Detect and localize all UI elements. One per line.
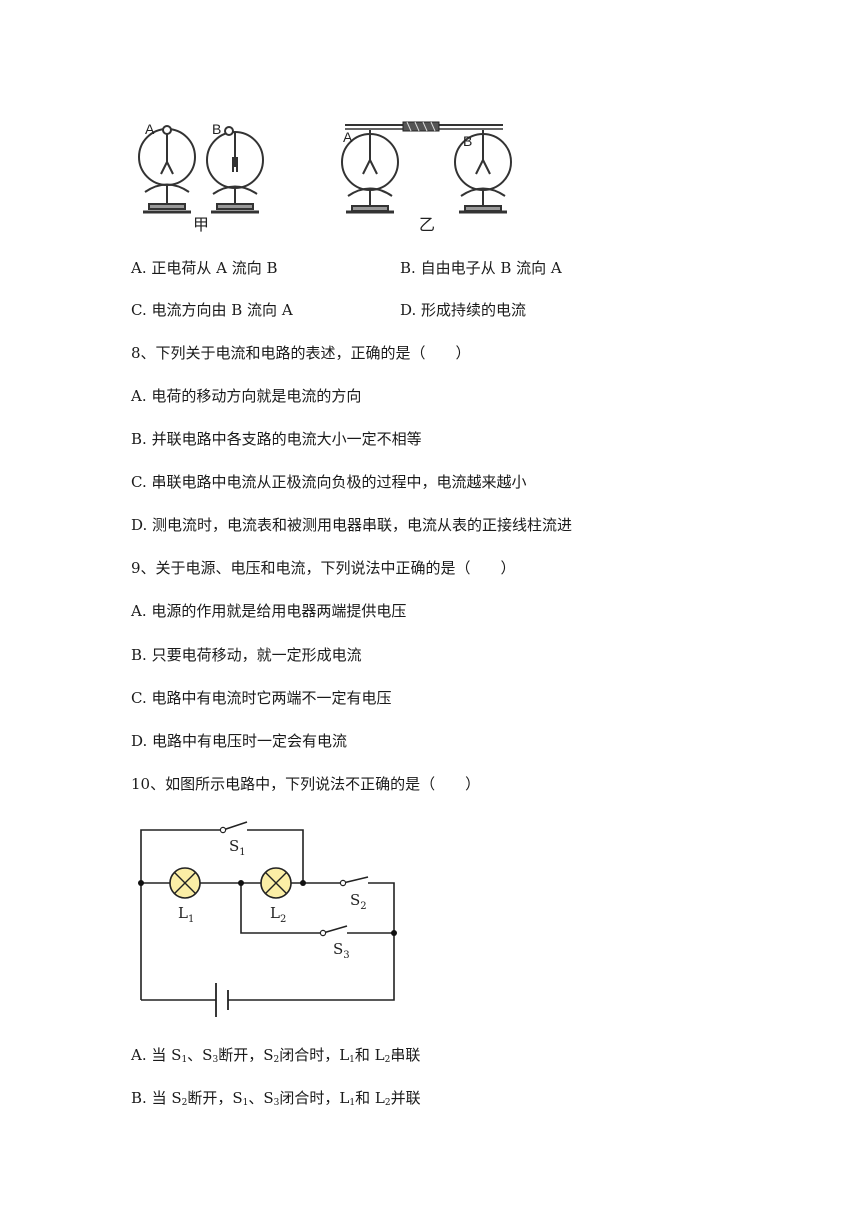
- switch-s3-label: S3: [333, 940, 350, 961]
- q9-option-a: A. 电源的作用就是给用电器两端提供电压: [131, 602, 407, 620]
- switch-s2-label: S2: [350, 891, 367, 912]
- lamp-l2-icon: [260, 867, 292, 899]
- q10-option-a: A. 当 S1、S3断开，S2闭合时，L1和 L2串联: [131, 1046, 421, 1065]
- electroscope-label: B: [212, 121, 221, 137]
- q9-option-b: B. 只要电荷移动，就一定形成电流: [131, 646, 362, 664]
- q8-option-c: C. 串联电路中电流从正极流向负极的过程中，电流越来越小: [131, 473, 527, 491]
- electroscope-label: A: [343, 129, 353, 145]
- electroscope-figure: A B 甲 A B: [138, 121, 512, 234]
- lamp-l1-label: L1: [178, 904, 194, 925]
- figure-label-jia: 甲: [193, 217, 209, 234]
- figure-label-yi: 乙: [419, 217, 435, 234]
- q8-option-b: B. 并联电路中各支路的电流大小一定不相等: [131, 430, 422, 448]
- switch-s1-label: S1: [229, 837, 246, 858]
- q8-question: 8、下列关于电流和电路的表述，正确的是（ ）: [131, 344, 471, 362]
- electroscope-jia-a: [138, 127, 196, 214]
- q9-option-c: C. 电路中有电流时它两端不一定有电压: [131, 689, 392, 707]
- lamp-l2-label: L2: [270, 904, 286, 925]
- electroscope-yi-b: [454, 130, 512, 214]
- switch-s1-contact: [219, 826, 227, 834]
- q7-option-a: A. 正电荷从 A 流向 B: [131, 259, 278, 277]
- q7-option-d: D. 形成持续的电流: [400, 301, 527, 319]
- insulating-handle: [402, 121, 440, 132]
- electroscope-jia-b: [206, 131, 264, 214]
- lamp-l1-icon: [169, 867, 201, 899]
- q10-option-b: B. 当 S2断开，S1、S3闭合时，L1和 L2并联: [131, 1089, 421, 1108]
- q7-option-c: C. 电流方向由 B 流向 A: [131, 301, 293, 319]
- q8-option-d: D. 测电流时，电流表和被测用电器串联，电流从表的正接线柱流进: [131, 516, 573, 534]
- switch-s3-contact: [319, 929, 327, 937]
- circuit-diagram: S1 L1 L2 S2 S3: [138, 821, 397, 1017]
- q9-question: 9、关于电源、电压和电流，下列说法中正确的是（ ）: [131, 559, 516, 577]
- electroscope-label: A: [145, 121, 155, 137]
- q8-option-a: A. 电荷的移动方向就是电流的方向: [131, 387, 362, 405]
- q9-option-d: D. 电路中有电压时一定会有电流: [131, 732, 348, 750]
- electroscope-label: B: [463, 133, 472, 149]
- electroscope-yi-a: [341, 130, 399, 214]
- switch-s2-contact: [339, 879, 347, 887]
- q7-option-b: B. 自由电子从 B 流向 A: [400, 259, 562, 277]
- q10-question: 10、如图所示电路中，下列说法不正确的是（ ）: [131, 775, 481, 793]
